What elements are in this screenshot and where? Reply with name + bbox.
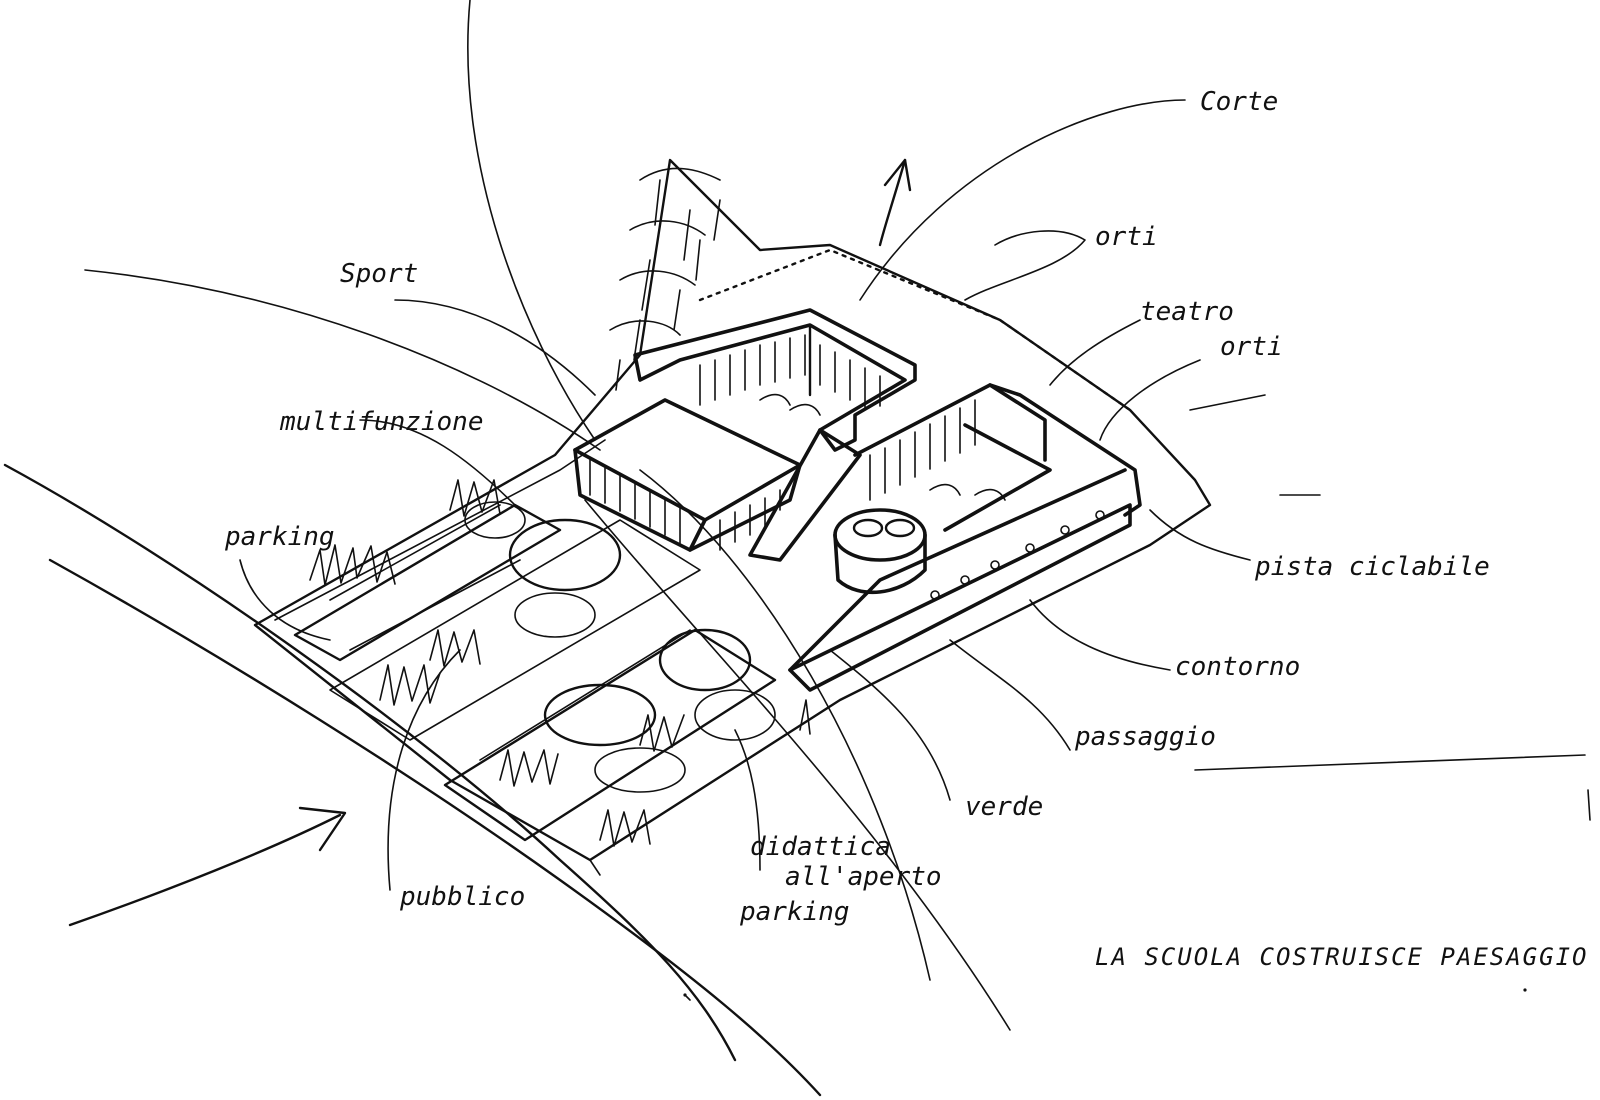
right-horizon-line: [1194, 754, 1586, 771]
label-pista-ciclabile: pista ciclabile: [1254, 552, 1490, 582]
vertical-sweep-curve: [467, 0, 596, 441]
label-parking-left: parking: [224, 522, 335, 552]
label-teatro: teatro: [1140, 297, 1234, 327]
label-multifunzione: multifunzione: [279, 407, 484, 437]
context-curves: [3, 0, 1591, 1097]
right-edge-tick: [1587, 789, 1591, 821]
entrance-arrow: [68, 806, 347, 927]
label-pubblico: pubblico: [399, 882, 525, 912]
parking-area-left: [293, 503, 562, 662]
sight-line-long: [584, 499, 1011, 1031]
river-curve-top: [84, 269, 601, 451]
school-building: [573, 308, 1142, 692]
label-orti: orti: [1095, 222, 1158, 252]
boundary-dots: [698, 248, 1132, 412]
label-sport: Sport: [340, 259, 418, 289]
ink-marks: [683, 988, 1527, 997]
label-didattica: didattica: [750, 832, 891, 862]
label-parking-bottom: parking: [739, 897, 850, 927]
trees: [309, 167, 811, 847]
road-curve-inner: [48, 558, 822, 1097]
label-contorno: contorno: [1175, 652, 1300, 682]
label-all-aperto: all'aperto: [785, 862, 942, 892]
leader-lines: [239, 230, 1321, 1001]
sketch-caption: LA SCUOLA COSTRUISCE PAESAGGIO: [1095, 943, 1588, 971]
label-verde: verde: [965, 792, 1043, 822]
label-orti-2: orti: [1220, 332, 1283, 362]
parking-area-center: [443, 628, 777, 842]
labels: Sport multifunzione parking pubblico did…: [224, 87, 1588, 971]
north-arrow-icon: [878, 158, 912, 247]
garden-strip: [329, 519, 701, 741]
road-curve-outer: [3, 463, 737, 1062]
sight-line-mid: [639, 469, 931, 981]
label-corte: Corte: [1200, 87, 1278, 117]
label-passaggio: passaggio: [1074, 722, 1216, 752]
site-outline: [253, 158, 1212, 876]
top-right-arc: [859, 99, 1186, 301]
